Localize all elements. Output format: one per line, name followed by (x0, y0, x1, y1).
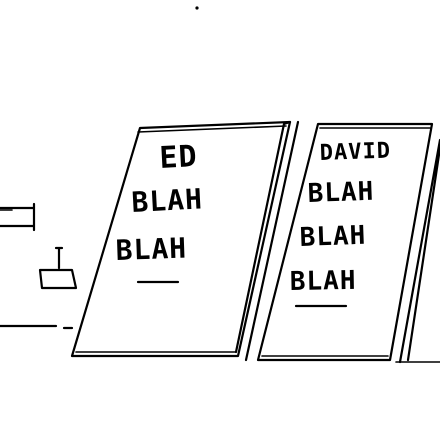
card-third-edge (395, 138, 440, 364)
stray-dot (195, 6, 199, 10)
card-david-line-4: BLAH (290, 266, 357, 297)
card-david-line-3: BLAH (299, 221, 367, 253)
card-david (244, 120, 434, 362)
left-edge-marks (0, 202, 36, 232)
card-david-line-1: DAVID (319, 139, 391, 166)
card-ed (70, 120, 292, 358)
card-david-line-2: BLAH (307, 177, 375, 209)
card-ed-line-3: BLAH (115, 232, 188, 267)
small-stone-object (38, 246, 78, 290)
card-ed-line-1: ED (159, 139, 199, 176)
ground-line-left (0, 324, 74, 330)
card-ed-line-2: BLAH (131, 182, 204, 219)
